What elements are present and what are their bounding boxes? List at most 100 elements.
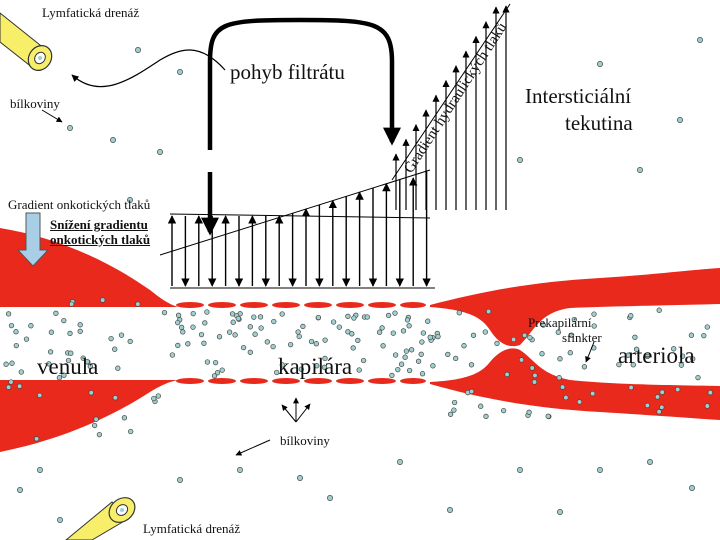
particle bbox=[616, 361, 622, 368]
particle bbox=[355, 337, 361, 344]
particle bbox=[521, 332, 528, 338]
capillary-wall-top bbox=[176, 302, 426, 308]
particle bbox=[408, 347, 415, 353]
arteriole-label: arteriola bbox=[618, 343, 695, 368]
particle bbox=[468, 362, 475, 368]
precapillary-sphincter-label-1: Prekapilární bbox=[528, 315, 592, 330]
particle bbox=[678, 362, 685, 368]
particle bbox=[395, 366, 401, 373]
particle bbox=[201, 340, 207, 346]
particle bbox=[151, 395, 157, 402]
particle bbox=[647, 459, 653, 465]
particle bbox=[654, 394, 661, 400]
particle bbox=[380, 343, 386, 349]
interstitial-fluid-label-1: Intersticiální bbox=[525, 84, 632, 108]
particle bbox=[9, 360, 15, 366]
particle bbox=[127, 197, 133, 203]
particle bbox=[47, 349, 54, 355]
particle bbox=[135, 47, 141, 53]
particle bbox=[110, 137, 116, 143]
particle bbox=[389, 372, 395, 379]
particle bbox=[707, 389, 713, 396]
particle bbox=[161, 309, 168, 316]
particle bbox=[202, 320, 208, 326]
particle bbox=[155, 393, 161, 399]
venule-label: venula bbox=[37, 354, 99, 379]
particle bbox=[356, 367, 362, 373]
particle bbox=[445, 351, 451, 358]
particle bbox=[567, 350, 573, 356]
particle bbox=[127, 338, 133, 345]
particle bbox=[88, 390, 94, 396]
particle bbox=[232, 332, 238, 338]
particle bbox=[415, 358, 422, 364]
particle bbox=[37, 467, 43, 473]
hydraulic-slope bbox=[159, 169, 431, 256]
particle bbox=[628, 384, 634, 391]
lymph-vessel-bottom bbox=[65, 497, 136, 540]
sphincter-pointer bbox=[585, 341, 595, 363]
particle bbox=[115, 365, 121, 371]
particle bbox=[28, 323, 34, 329]
proteins-bottom-label: bílkoviny bbox=[280, 433, 330, 448]
particle bbox=[360, 357, 367, 364]
particle bbox=[298, 366, 304, 372]
particle bbox=[675, 386, 681, 393]
particle bbox=[451, 399, 458, 406]
particle bbox=[425, 318, 431, 324]
particle bbox=[271, 318, 277, 325]
particle bbox=[180, 329, 186, 335]
arteriole-wall-bottom bbox=[430, 348, 720, 420]
particle bbox=[518, 357, 525, 363]
particle bbox=[258, 325, 264, 331]
proteins-escape-1 bbox=[281, 404, 297, 423]
particle bbox=[96, 431, 103, 438]
particle bbox=[376, 329, 383, 335]
particle bbox=[279, 311, 285, 317]
particle bbox=[677, 117, 683, 123]
particle bbox=[435, 333, 441, 340]
particle bbox=[240, 344, 247, 351]
particle bbox=[18, 369, 24, 375]
particle bbox=[625, 352, 631, 358]
oncotic-reduction-label-1: Snížení gradientu bbox=[50, 217, 148, 232]
filtrate-motion-label: pohyb filtrátu bbox=[230, 60, 345, 84]
particle bbox=[175, 319, 181, 326]
particle bbox=[704, 324, 710, 330]
particle bbox=[637, 167, 643, 173]
particle bbox=[556, 375, 562, 381]
particle bbox=[315, 314, 322, 321]
particle bbox=[211, 373, 218, 379]
particle bbox=[295, 329, 301, 335]
lymph-drainage-bottom-label: Lymfatická drenáž bbox=[143, 521, 241, 536]
particle bbox=[349, 331, 355, 337]
particle bbox=[279, 362, 285, 368]
particle bbox=[419, 371, 426, 377]
particle bbox=[77, 322, 83, 328]
venule-wall-bottom bbox=[0, 380, 178, 452]
particle bbox=[8, 322, 15, 329]
particle bbox=[456, 310, 462, 316]
particle bbox=[402, 354, 408, 360]
particle bbox=[392, 352, 399, 358]
particle bbox=[37, 392, 43, 398]
particle bbox=[61, 372, 67, 378]
particle bbox=[539, 351, 545, 357]
particle bbox=[13, 342, 19, 349]
proteins-bottom-pointer bbox=[235, 439, 271, 456]
particle bbox=[112, 346, 118, 352]
interstitial-fluid-label-2: tekutina bbox=[565, 111, 633, 135]
particle bbox=[555, 329, 561, 335]
particle bbox=[112, 395, 118, 401]
particle bbox=[212, 359, 219, 366]
particle bbox=[688, 332, 695, 338]
particle bbox=[644, 353, 651, 360]
particle bbox=[198, 331, 205, 338]
particle bbox=[590, 390, 596, 397]
particle bbox=[679, 353, 686, 359]
venule-wall-top bbox=[0, 228, 178, 307]
particle bbox=[252, 331, 258, 337]
particle bbox=[219, 367, 225, 373]
particle bbox=[451, 407, 457, 413]
